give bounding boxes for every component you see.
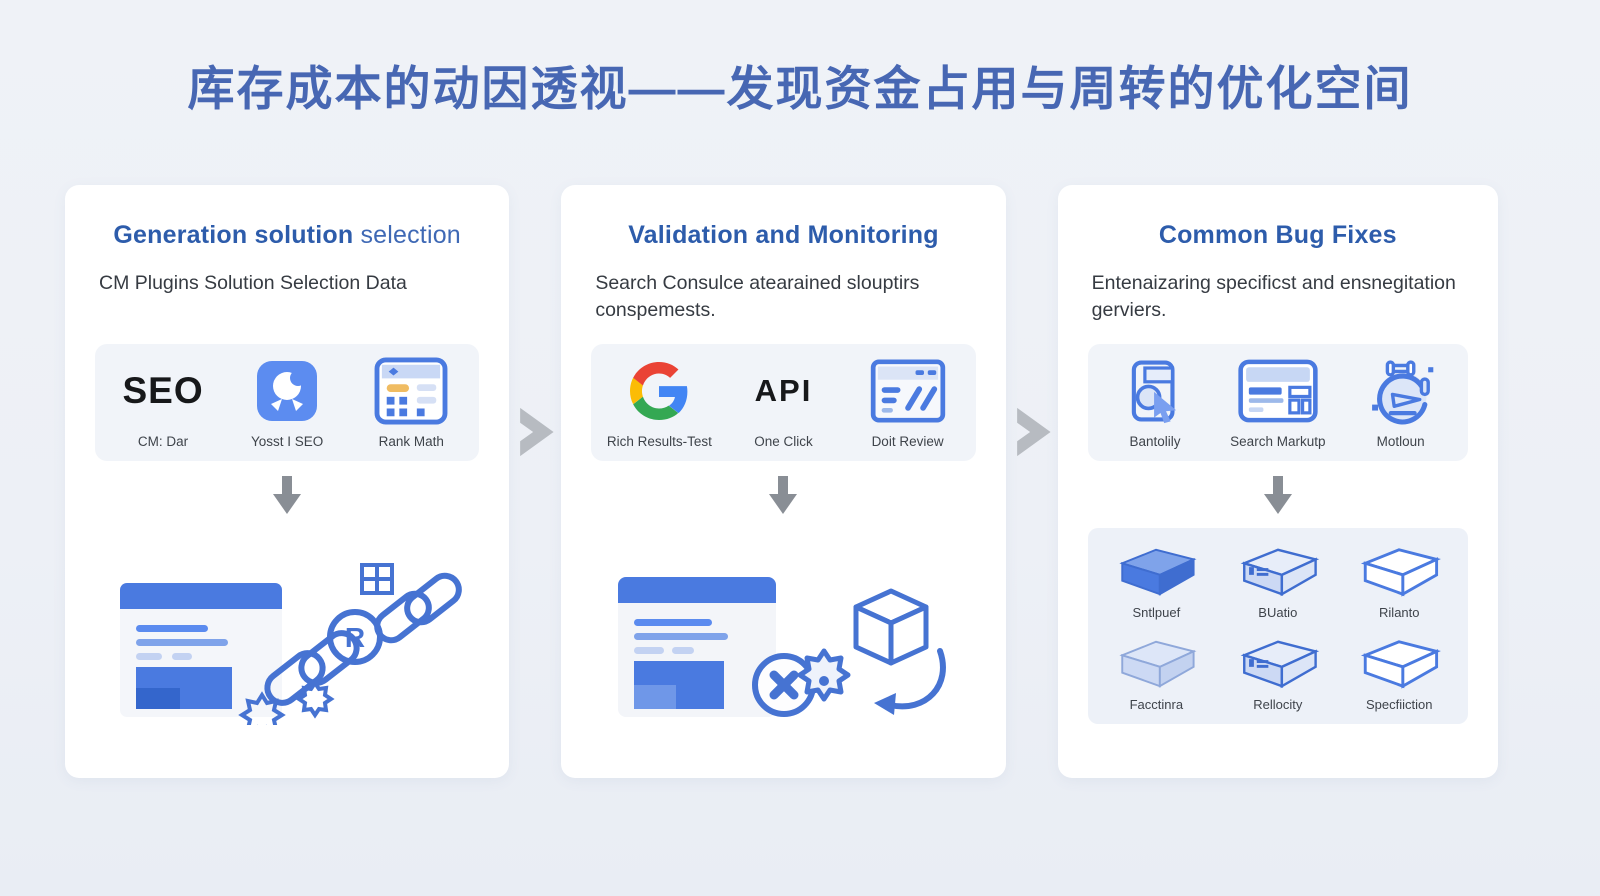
box-3d-detail-icon — [1240, 640, 1320, 689]
motion-icon — [1367, 358, 1435, 425]
tool-label: CM: Dar — [137, 434, 189, 449]
grid-item-label: Specfiiction — [1366, 697, 1433, 712]
chevron-right-icon — [1016, 407, 1051, 456]
tool-motloun: Motloun — [1339, 358, 1462, 449]
card-common-bug-fixes: Common Bug Fixes Entenaizaring specifics… — [1057, 185, 1498, 778]
grid-item: Facctinra — [1096, 636, 1217, 712]
tool-label: Rich Results-Test — [606, 434, 712, 449]
card-title-strong: Common Bug Fixes — [1158, 221, 1397, 249]
google-g-logo — [630, 358, 688, 424]
tool-tray: Rich Results-Test API One Click — [591, 344, 976, 461]
flow-connector — [509, 185, 561, 778]
tool-search-markup: Search Markutp — [1216, 358, 1339, 449]
grid-item: Sntlpuef — [1096, 544, 1217, 620]
down-arrow-icon — [1088, 476, 1468, 516]
api-text-logo: API — [755, 358, 813, 424]
box-3d-outline-icon — [1361, 548, 1442, 597]
box-3d-outline-icon — [1361, 640, 1442, 689]
grid-item-label: Rilanto — [1379, 605, 1420, 620]
grid-item-label: Sntlpuef — [1132, 605, 1181, 620]
card-subtitle: Entenaizaring specificst and ensnegitati… — [1091, 272, 1456, 321]
seo-logo-text: SEO — [122, 370, 204, 411]
seo-text-logo: SEO — [122, 358, 203, 424]
card-title-strong: Validation and Monitoring — [628, 221, 939, 249]
chain-badge-letter: R — [345, 622, 365, 653]
card-subtitle: CM Plugins Solution Selection Data — [99, 272, 407, 294]
tool-doit-review: Doit Review — [846, 358, 970, 449]
card-title: Validation and Monitoring — [591, 221, 975, 250]
card-validation-monitoring: Validation and Monitoring Search Consulc… — [561, 185, 1006, 778]
box-3d-solid-light-icon — [1119, 640, 1197, 688]
box-3d-solid-blue-icon — [1119, 548, 1197, 596]
page-inspect-icon — [1122, 358, 1188, 424]
tool-label: Yosst I SEO — [251, 434, 324, 449]
components-grid: Sntlpuef BUatio Ril — [1087, 528, 1468, 724]
rank-math-icon — [374, 357, 448, 425]
card-title: Generation solution selection — [95, 221, 479, 250]
tool-label: Bantolily — [1129, 434, 1181, 449]
down-arrow-icon — [591, 476, 975, 516]
yoast-app-icon — [256, 358, 318, 424]
card-title-strong: Generation solution — [113, 221, 354, 249]
tool-label: Doit Review — [871, 434, 944, 449]
grid-item: Specfiiction — [1339, 636, 1460, 712]
card-subtitle: Search Consulce atearained slouptirs con… — [595, 272, 920, 321]
tool-label: One Click — [754, 434, 813, 449]
grid-item: Rellocity — [1217, 636, 1338, 712]
tool-label: Search Markutp — [1230, 434, 1326, 449]
tool-label: Motloun — [1376, 434, 1425, 449]
flow-connector — [1006, 185, 1058, 778]
tool-label: Rank Math — [378, 434, 444, 449]
browser-error-cube-illustration — [591, 528, 975, 752]
page-title: 库存成本的动因透视——发现资金占用与周转的优化空间 — [187, 62, 1413, 115]
tool-tray: SEO CM: Dar Yosst I SEO — [95, 344, 480, 461]
tool-tray: Bantolily — [1087, 344, 1468, 461]
chevron-right-icon — [520, 407, 554, 456]
api-logo-text: API — [754, 373, 813, 408]
grid-item-label: BUatio — [1258, 605, 1298, 620]
card-generation-solution: Generation solution selection CM Plugins… — [65, 185, 510, 778]
grid-item-label: Facctinra — [1129, 697, 1184, 712]
card-title-light: selection — [353, 221, 461, 249]
tool-yoast-seo: Yosst I SEO — [225, 358, 349, 449]
tool-rich-results-test: Rich Results-Test — [597, 358, 721, 449]
browser-chain-links-illustration: R — [95, 528, 479, 752]
grid-item-label: Rellocity — [1253, 697, 1303, 712]
tool-rank-math: Rank Math — [349, 357, 473, 449]
card-title: Common Bug Fixes — [1088, 221, 1468, 250]
tool-cms-dar: SEO CM: Dar — [101, 358, 225, 449]
tool-one-click: API One Click — [721, 358, 845, 449]
grid-item: Rilanto — [1339, 544, 1460, 620]
down-arrow-icon — [95, 476, 479, 516]
cards-row: Generation solution selection CM Plugins… — [65, 185, 1498, 778]
tool-bantolily: Bantolily — [1094, 358, 1217, 449]
doc-review-icon — [870, 358, 946, 424]
search-markup-icon — [1237, 358, 1319, 424]
grid-item: BUatio — [1217, 544, 1338, 620]
box-3d-detail-icon — [1240, 548, 1320, 597]
